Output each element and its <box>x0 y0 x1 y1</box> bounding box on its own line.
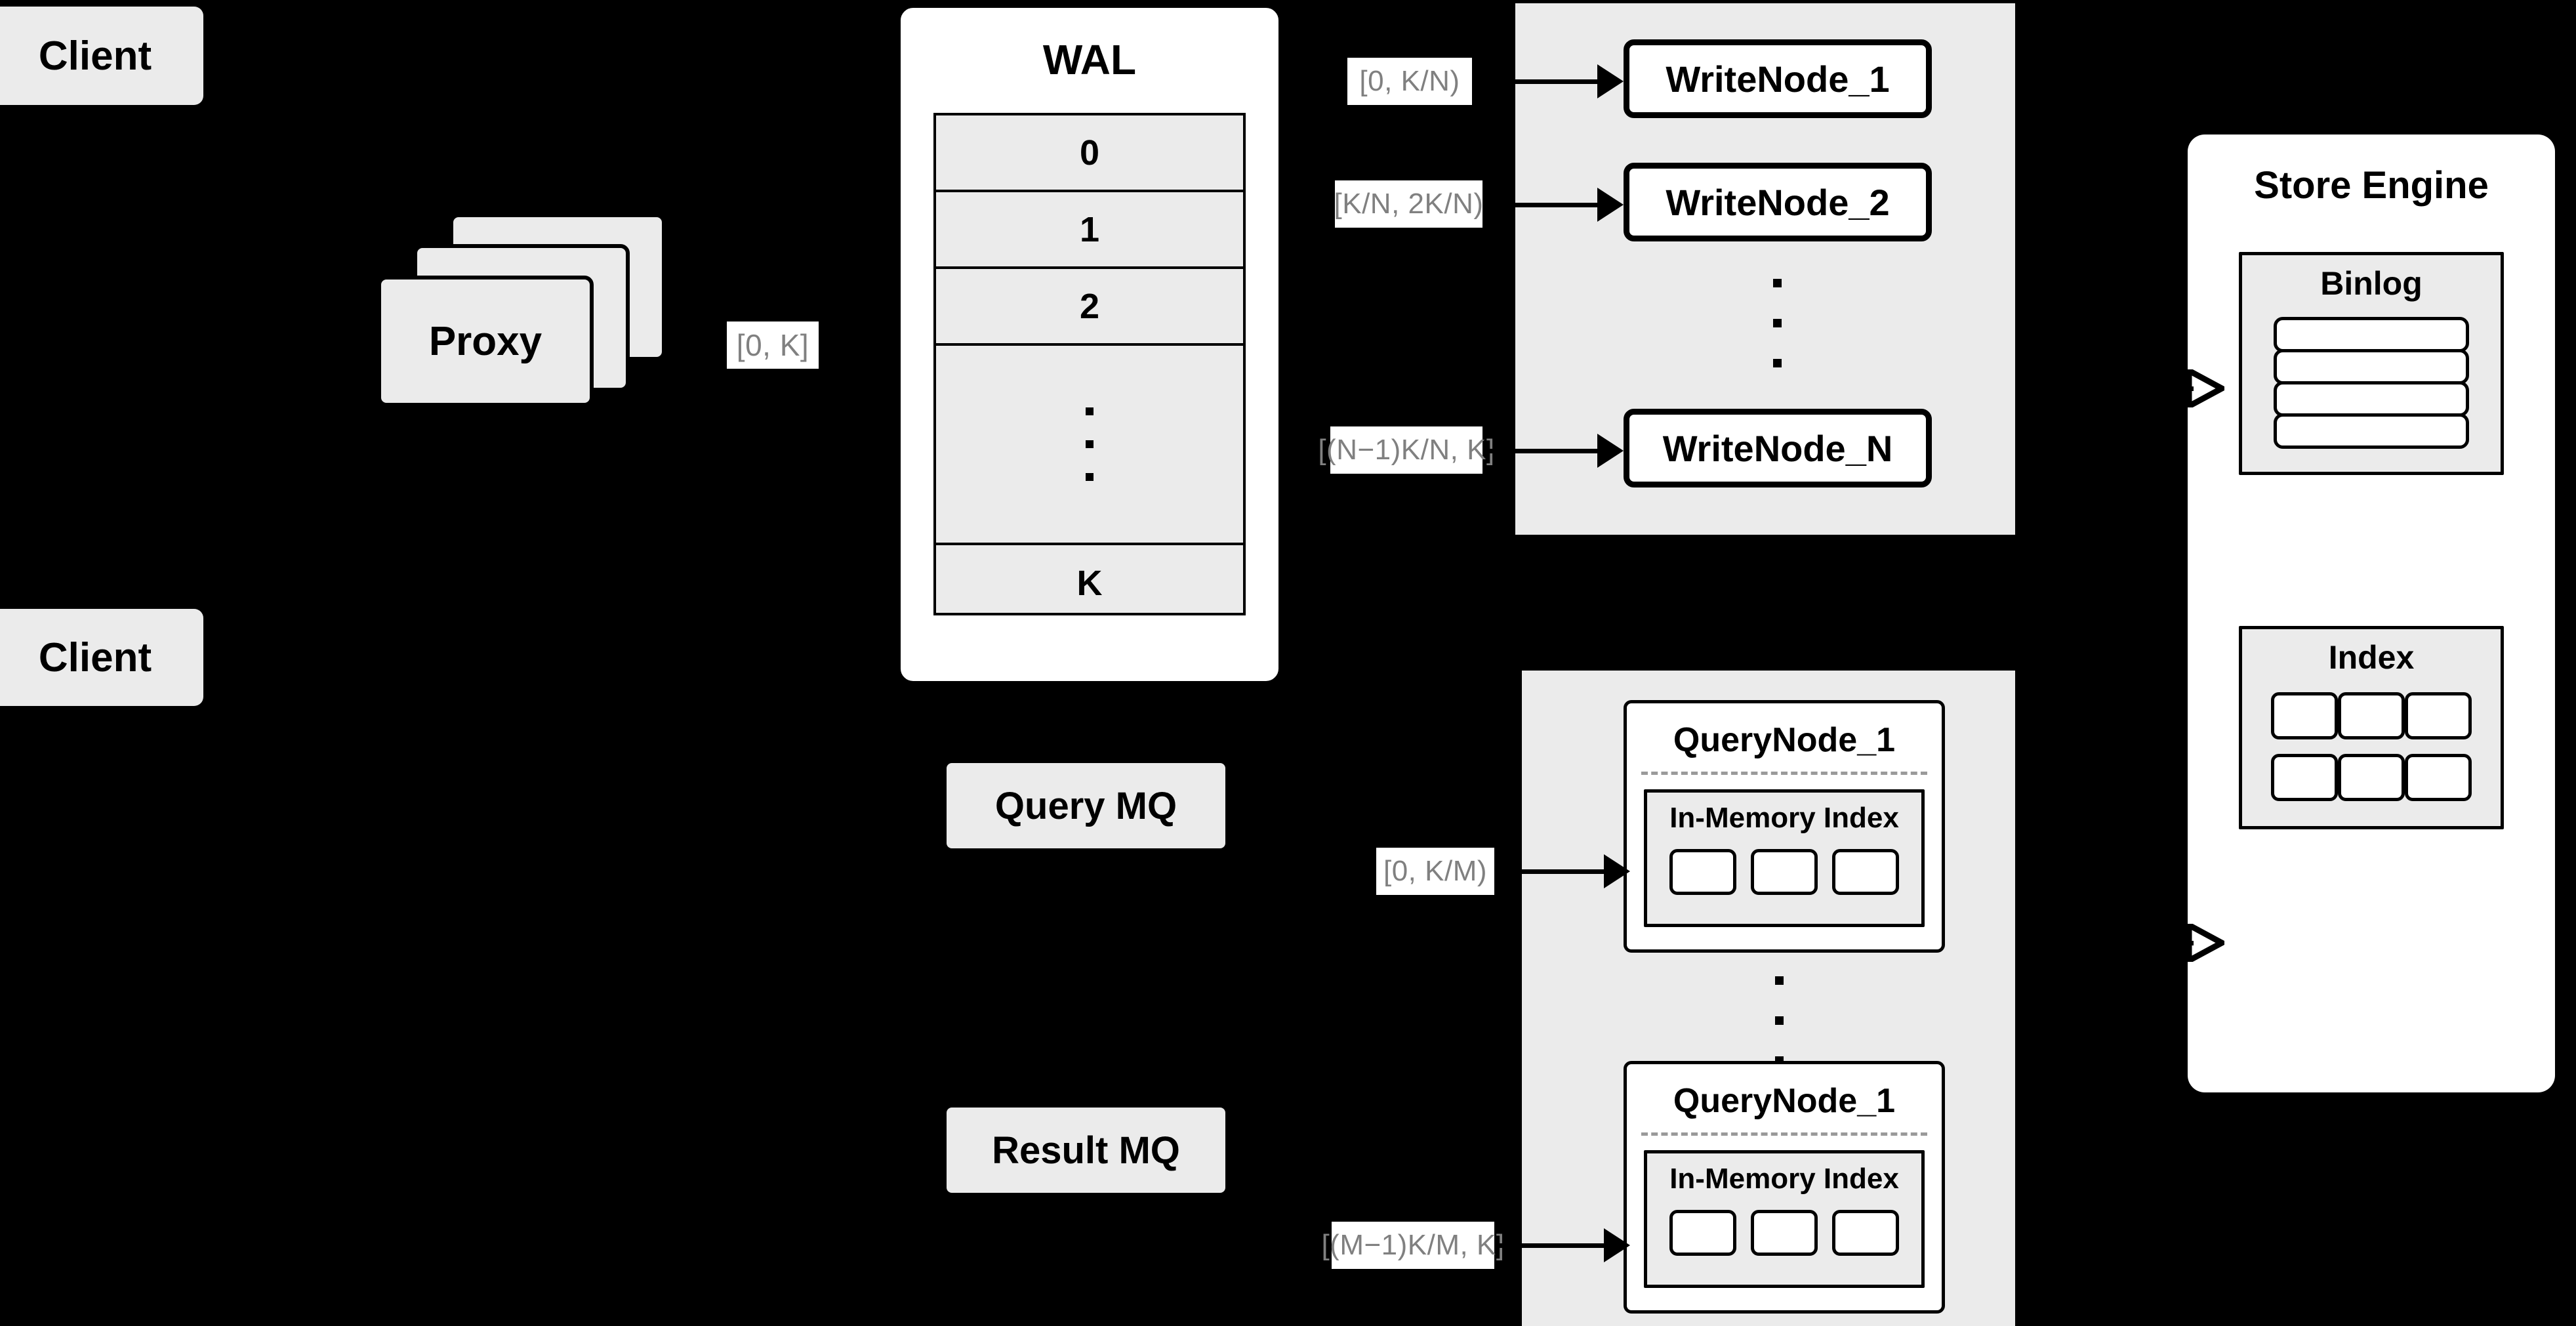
result-mq-node[interactable]: Result MQ <box>947 1108 1225 1193</box>
query-node-m-arrow-head <box>1604 1228 1630 1262</box>
client-node-1-label: Client <box>38 33 152 79</box>
proxy-node[interactable]: Proxy <box>377 276 594 407</box>
binlog-segment[interactable] <box>2274 381 2469 417</box>
write-node-n-arrow-head <box>1597 434 1624 468</box>
write-node-n-range-label: [(N−1)K/N, K] <box>1318 426 1494 474</box>
index-segment[interactable] <box>1751 1210 1818 1256</box>
write-node-n-arrow-line <box>1482 449 1601 453</box>
query-mq-node[interactable]: Query MQ <box>947 763 1225 848</box>
index-segment[interactable] <box>1669 849 1736 895</box>
write-node-2-label: WriteNode_2 <box>1666 181 1890 223</box>
query-node-1-label: QueryNode_1 <box>1673 721 1896 759</box>
query-node-1-arrow-line <box>1494 869 1607 874</box>
binlog-label: Binlog <box>2320 265 2423 302</box>
proxy-stack[interactable]: Proxy <box>377 213 666 430</box>
query-node-1-range-label: [0, K/M) <box>1376 848 1494 895</box>
write-node-1[interactable]: WriteNode_1 <box>1624 39 1932 118</box>
wal-entry-row[interactable]: 0 <box>936 115 1243 192</box>
index-container: Index <box>2239 626 2504 829</box>
index-segment[interactable] <box>1832 1210 1899 1256</box>
in-memory-index-segments <box>1669 1210 1899 1256</box>
in-memory-index-label: In-Memory Index <box>1669 1163 1899 1195</box>
index-segments-row <box>2271 754 2472 801</box>
write-node-n-label: WriteNode_N <box>1662 427 1893 469</box>
wal-entry-table: 0 1 2 K <box>933 113 1246 615</box>
in-memory-index-segments <box>1669 849 1899 895</box>
write-node-n[interactable]: WriteNode_N <box>1624 409 1932 487</box>
binlog-container: Binlog <box>2239 252 2504 475</box>
binlog-arrow-line <box>2157 386 2194 391</box>
query-mq-label: Query MQ <box>994 784 1177 827</box>
query-node-m-divider <box>1641 1132 1927 1136</box>
client-node-2[interactable]: Client <box>0 609 203 706</box>
write-node-1-label: WriteNode_1 <box>1666 58 1890 100</box>
binlog-segment[interactable] <box>2274 413 2469 449</box>
wal-entry-ellipsis <box>936 346 1243 545</box>
binlog-segment[interactable] <box>2274 349 2469 384</box>
wal-entry-row[interactable]: 1 <box>936 192 1243 269</box>
store-engine-panel: Store Engine Binlog Index <box>2188 135 2555 1092</box>
store-index-segment[interactable] <box>2338 692 2405 739</box>
wal-entry-label: 2 <box>1079 286 1100 326</box>
query-node-1-arrow-head <box>1604 854 1630 888</box>
query-node-1-divider <box>1641 772 1927 775</box>
query-node-m-in-memory-index: In-Memory Index <box>1644 1150 1925 1288</box>
index-segment[interactable] <box>1751 849 1818 895</box>
wal-entry-label: 0 <box>1079 133 1100 173</box>
index-segment[interactable] <box>1832 849 1899 895</box>
index-segment[interactable] <box>1669 1210 1736 1256</box>
write-node-2-arrow-line <box>1482 203 1601 207</box>
binlog-segment[interactable] <box>2274 317 2469 352</box>
index-arrow-line <box>2157 941 2194 945</box>
query-node-cluster-panel: QueryNode_1 In-Memory Index QueryNode_1 … <box>1522 671 2015 1326</box>
store-index-segment[interactable] <box>2405 692 2472 739</box>
index-label: Index <box>2328 639 2415 676</box>
wal-panel: WAL 0 1 2 K <box>896 3 1283 686</box>
index-segments-row <box>2271 692 2472 739</box>
write-node-2-range-label: [K/N, 2K/N) <box>1334 180 1483 228</box>
proxy-node-label: Proxy <box>428 318 542 364</box>
store-index-segment[interactable] <box>2338 754 2405 801</box>
wal-entry-row[interactable]: 2 <box>936 269 1243 346</box>
write-node-1-arrow-line <box>1473 79 1601 84</box>
client-node-2-label: Client <box>38 634 152 680</box>
proxy-to-wal-range-label: [0, K] <box>727 321 819 369</box>
write-node-2-arrow-head <box>1597 188 1624 222</box>
query-node-1-in-memory-index: In-Memory Index <box>1644 789 1925 927</box>
result-mq-label: Result MQ <box>992 1129 1180 1172</box>
wal-entry-row[interactable]: K <box>936 545 1243 621</box>
query-node-1[interactable]: QueryNode_1 In-Memory Index <box>1624 700 1945 953</box>
query-node-m-arrow-line <box>1494 1243 1607 1248</box>
binlog-arrow-head-icon <box>2188 369 2224 407</box>
query-node-m-label: QueryNode_1 <box>1673 1082 1896 1120</box>
write-node-2[interactable]: WriteNode_2 <box>1624 163 1932 241</box>
write-node-1-range-label: [0, K/N) <box>1347 58 1472 105</box>
store-index-segment[interactable] <box>2271 754 2338 801</box>
query-node-m-range-label: [(M−1)K/M, K] <box>1321 1222 1504 1269</box>
wal-title: WAL <box>1042 36 1137 83</box>
store-index-segment[interactable] <box>2405 754 2472 801</box>
index-arrow-head-icon <box>2188 924 2224 962</box>
query-node-m[interactable]: QueryNode_1 In-Memory Index <box>1624 1061 1945 1314</box>
write-node-1-arrow-head <box>1597 64 1624 98</box>
store-index-segment[interactable] <box>2271 692 2338 739</box>
store-engine-title: Store Engine <box>2254 164 2489 207</box>
in-memory-index-label: In-Memory Index <box>1669 802 1899 834</box>
client-node-1[interactable]: Client <box>0 7 203 105</box>
wal-entry-label: 1 <box>1079 209 1100 249</box>
write-node-ellipsis <box>1772 279 1782 367</box>
query-node-ellipsis <box>1774 976 1784 1065</box>
binlog-segments <box>2274 317 2469 449</box>
wal-entry-label: K <box>1076 564 1103 603</box>
